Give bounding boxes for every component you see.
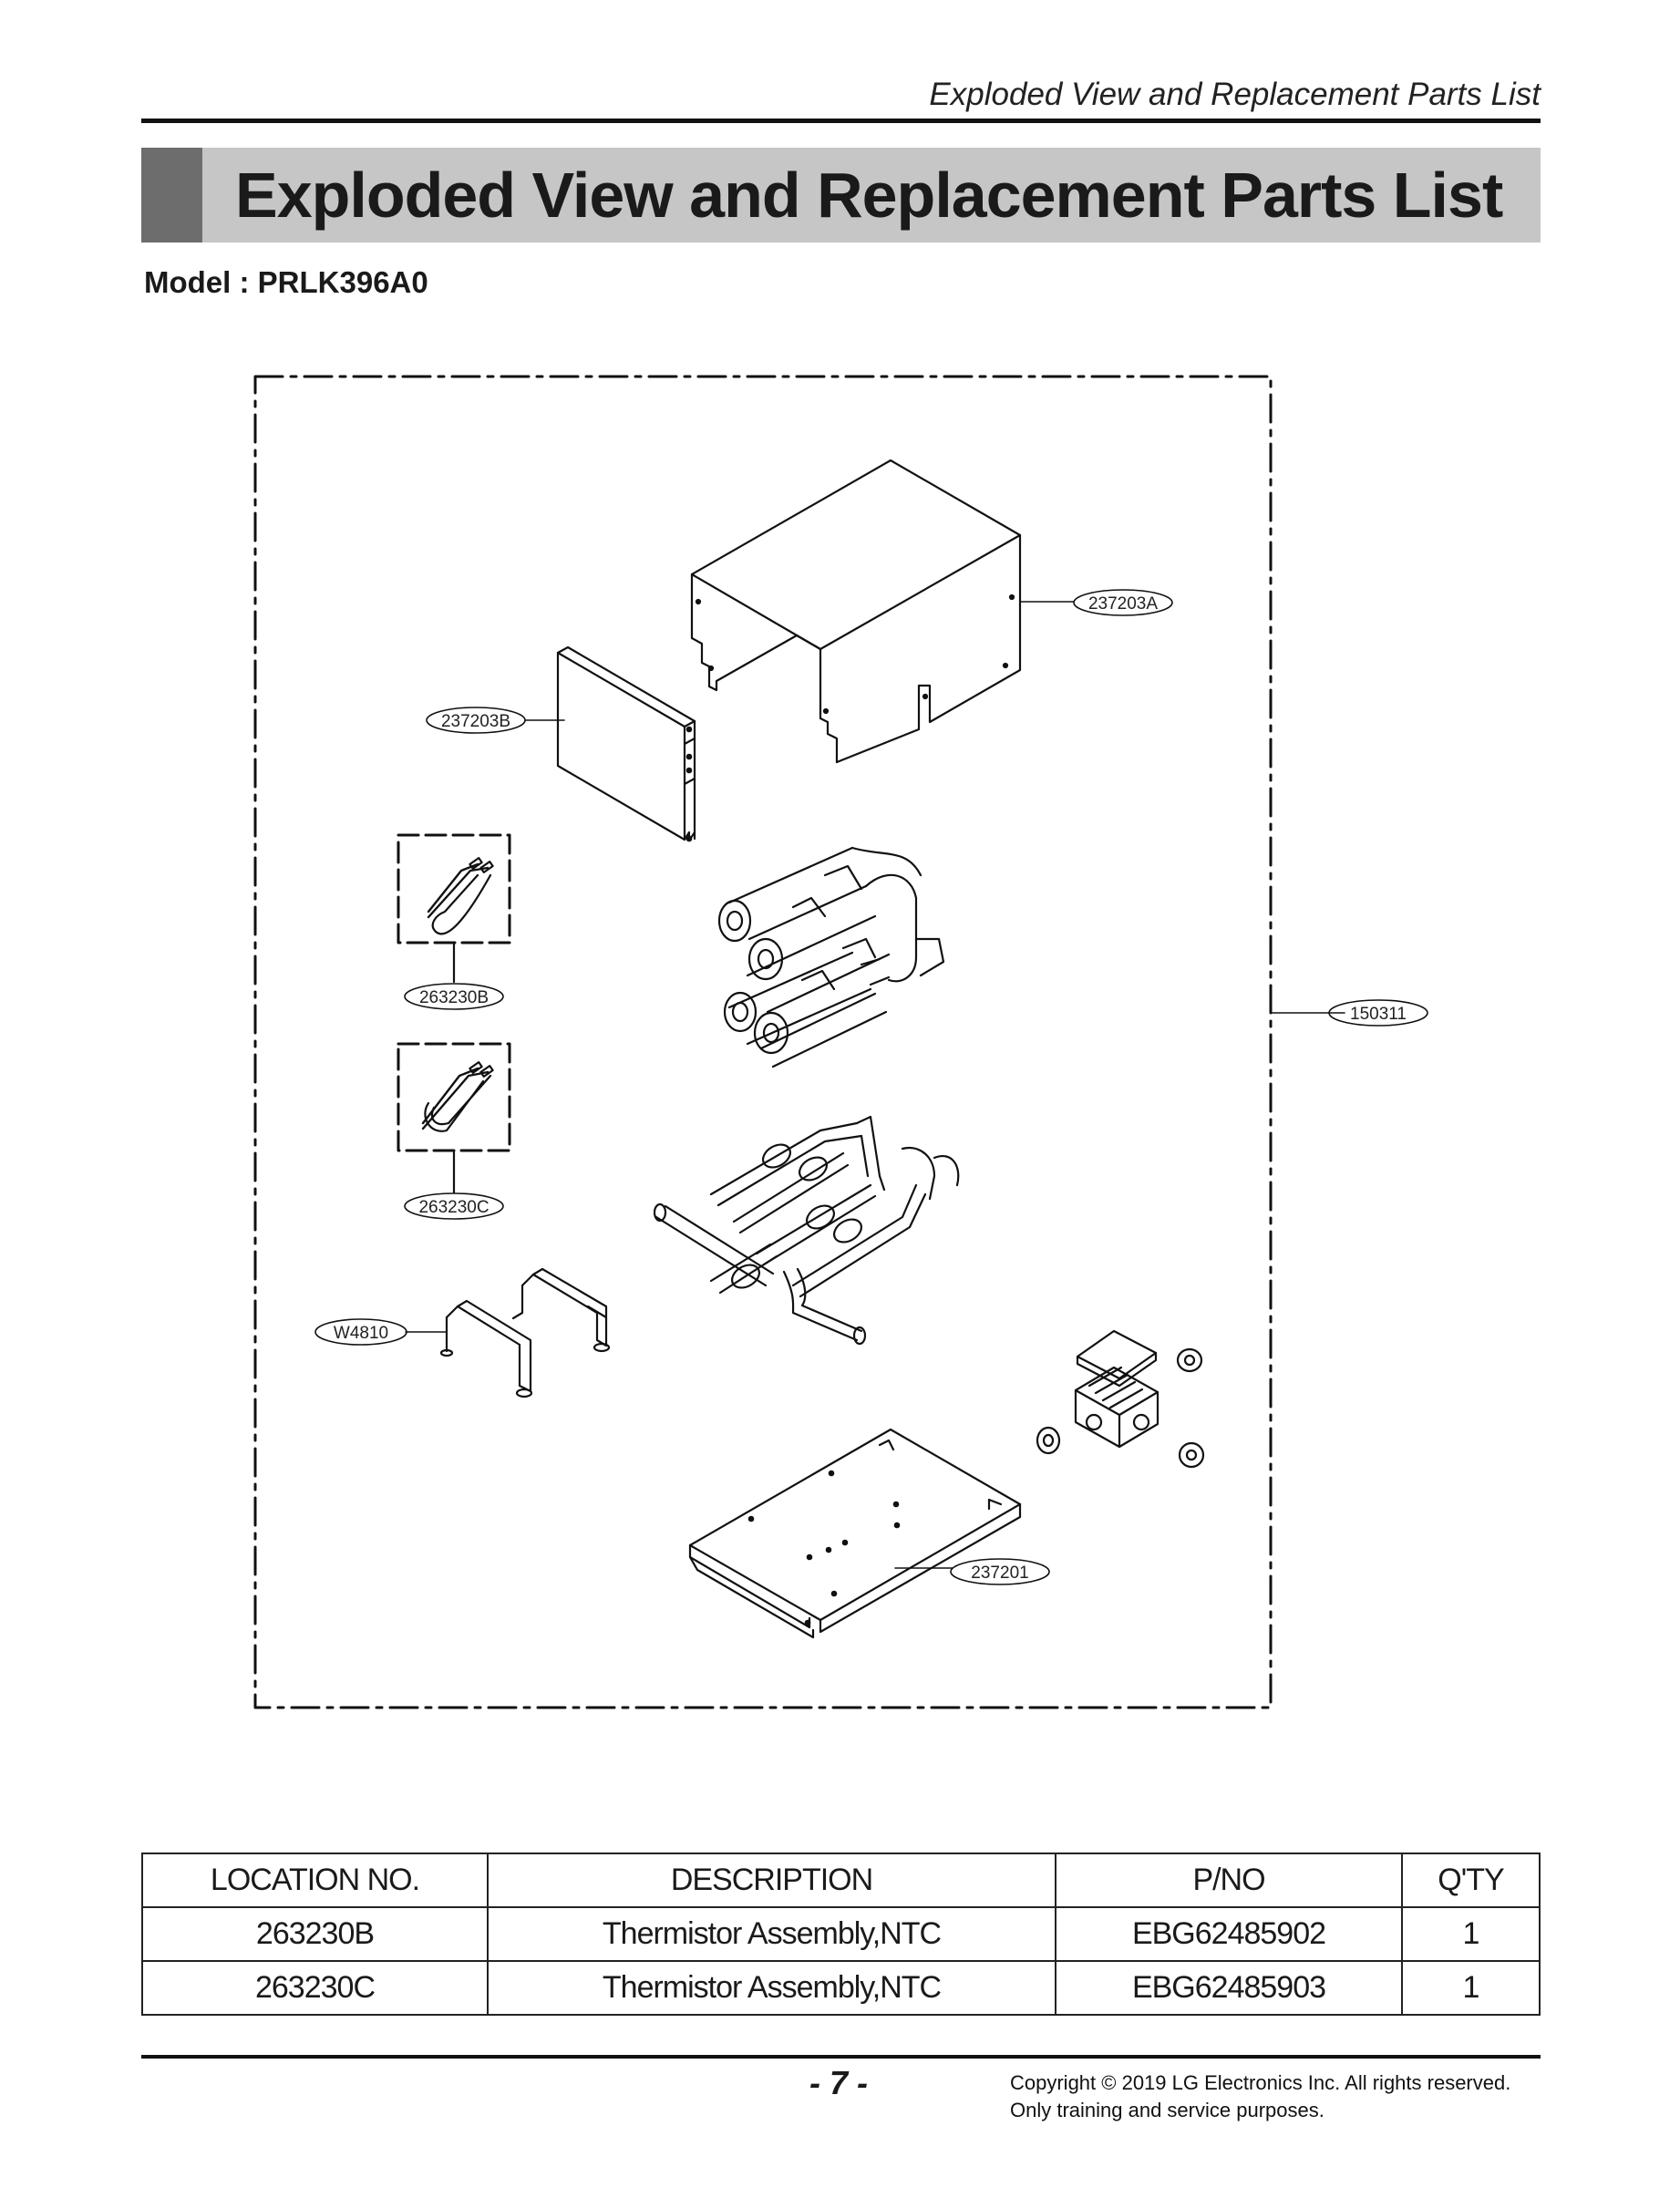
table-header-row: LOCATION NO. DESCRIPTION P/NO Q'TY (141, 1853, 1541, 1908)
thermistor-263230b-part (397, 833, 511, 984)
header-pno: P/NO (1055, 1853, 1403, 1908)
page-title: Exploded View and Replacement Parts List (235, 160, 1503, 231)
callout-237201: 237201 (971, 1564, 1028, 1583)
callout-237203a: 237203A (1088, 594, 1158, 614)
cell-qty: 1 (1401, 1906, 1541, 1962)
table-row: 263230B Thermistor Assembly,NTC EBG62485… (141, 1906, 1541, 1962)
header-location-no: LOCATION NO. (141, 1853, 489, 1908)
insulated-pipe-assembly (717, 846, 945, 1068)
usage-note-line: Only training and service purposes. (1010, 2099, 1324, 2121)
cell-description: Thermistor Assembly,NTC (487, 1960, 1056, 2016)
running-header-title: Exploded View and Replacement Parts List (929, 77, 1541, 112)
top-cover-part (690, 459, 1022, 764)
callout-237203b: 237203B (441, 712, 510, 731)
cell-qty: 1 (1401, 1960, 1541, 2016)
junction-box-part (1036, 1329, 1205, 1469)
cell-location-no: 263230C (141, 1960, 489, 2016)
model-label: Model : PRLK396A0 (144, 265, 428, 299)
pipe-assembly (653, 1115, 960, 1346)
footer-divider (141, 2055, 1541, 2059)
title-banner-accent (141, 148, 202, 243)
copyright-line: Copyright © 2019 LG Electronics Inc. All… (1010, 2071, 1511, 2094)
header-description: DESCRIPTION (487, 1853, 1056, 1908)
callout-w4810: W4810 (334, 1324, 388, 1343)
header-qty: Q'TY (1401, 1853, 1541, 1908)
cell-description: Thermistor Assembly,NTC (487, 1906, 1056, 1962)
callout-ovals (314, 589, 1428, 1585)
callout-leaders (405, 601, 1345, 1569)
callout-263230b: 263230B (419, 988, 489, 1007)
cell-pno: EBG62485902 (1055, 1906, 1403, 1962)
title-banner (141, 148, 1541, 243)
copyright-notice: Copyright © 2019 LG Electronics Inc. All… (1010, 2069, 1510, 2124)
assembly-boundary (253, 375, 1273, 1709)
thermistor-263230c-part (397, 1042, 511, 1194)
page-number: - 7 - (809, 2064, 868, 2101)
header-divider (141, 119, 1541, 123)
callout-150311: 150311 (1350, 1005, 1407, 1024)
cell-location-no: 263230B (141, 1906, 489, 1962)
base-plate-part (688, 1428, 1022, 1639)
bracket-part (439, 1267, 611, 1398)
table-row: 263230C Thermistor Assembly,NTC EBG62485… (141, 1960, 1541, 2016)
cell-pno: EBG62485903 (1055, 1960, 1403, 2016)
callout-263230c: 263230C (418, 1198, 489, 1217)
parts-table: LOCATION NO. DESCRIPTION P/NO Q'TY 26323… (141, 1853, 1541, 2016)
side-panel-part (556, 645, 696, 842)
